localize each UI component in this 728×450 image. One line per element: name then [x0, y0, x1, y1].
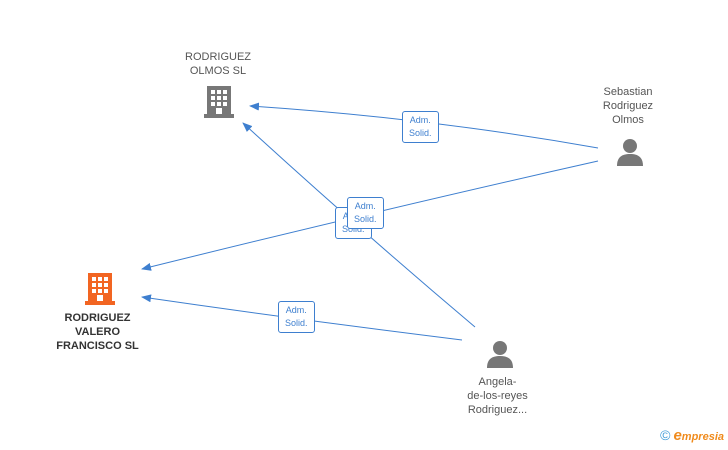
company-label-rodriguez-valero[interactable]: RODRIGUEZ VALERO FRANCISCO SL — [56, 312, 139, 352]
building-icon[interactable] — [85, 271, 115, 305]
edge-label-adm-solid: Adm. Solid. — [347, 197, 384, 229]
person-label-angela[interactable]: Angela- de-los-reyes Rodriguez... — [467, 376, 528, 416]
person-icon[interactable] — [616, 138, 644, 166]
copyright-symbol: © — [660, 427, 671, 443]
brand-name: mpresia — [681, 431, 724, 443]
brand-logo: © empresia — [660, 427, 724, 444]
brand-e: e — [673, 427, 682, 444]
building-icon[interactable] — [204, 84, 234, 118]
person-label-sebastian[interactable]: Sebastian Rodriguez Olmos — [602, 86, 654, 126]
company-label-rodriguez-olmos[interactable]: RODRIGUEZ OLMOS SL — [185, 51, 251, 77]
edge-label-adm-solid: Adm. Solid. — [278, 301, 315, 333]
person-icon[interactable] — [486, 340, 514, 368]
edge-label-adm-solid: Adm. Solid. — [402, 111, 439, 143]
